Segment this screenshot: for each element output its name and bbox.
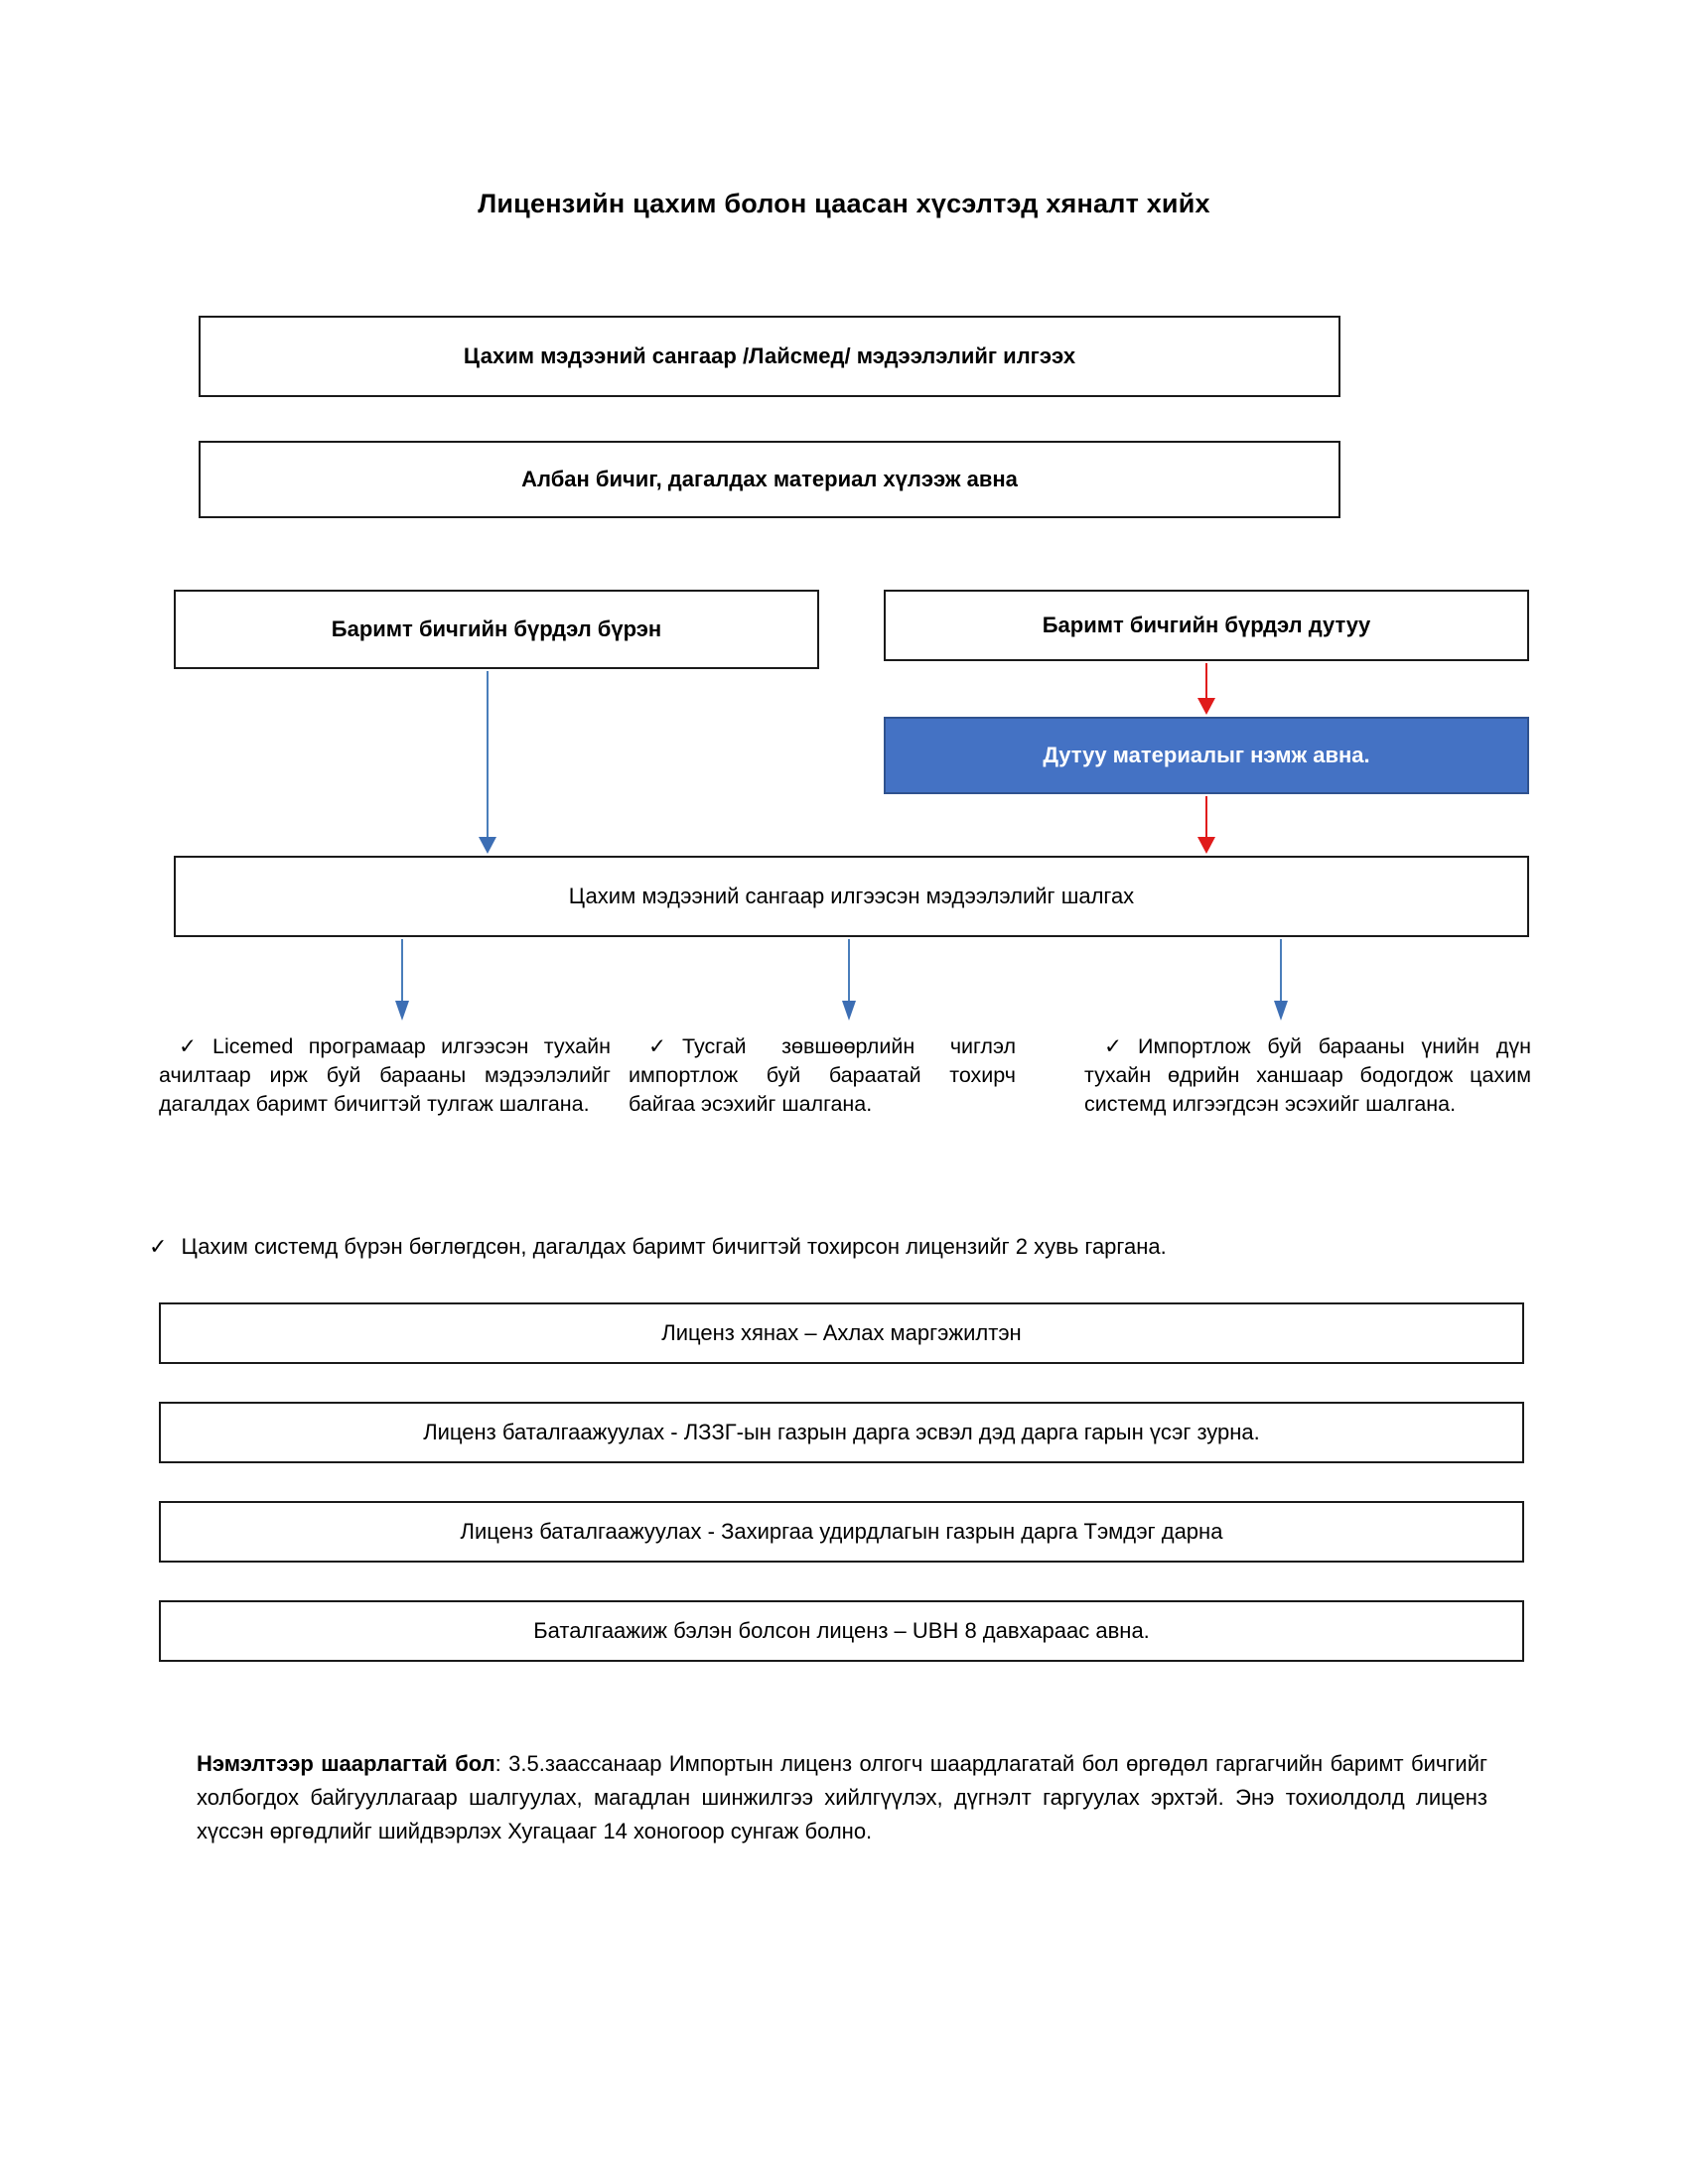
footer-note-lead: Нэмэлтээр шаарлагтай бол <box>197 1751 495 1776</box>
flow-box-license-review[interactable]: Лиценз хянах – Ахлах маргэжилтэн <box>159 1302 1524 1364</box>
checkmark-icon: ✓ <box>179 1034 198 1058</box>
license-note-text: Цахим системд бүрэн бөглөгдсөн, дагалдах… <box>181 1234 1167 1259</box>
check-item-1-text: Licemed програмаар илгээсэн тухайн ачилт… <box>159 1034 611 1116</box>
flow-box-add-missing-material[interactable]: Дутуу материалыг нэмж авна. <box>884 717 1529 794</box>
flow-box-license-pickup[interactable]: Баталгаажиж бэлэн болсон лиценз – UBH 8 … <box>159 1600 1524 1662</box>
arrow-head <box>1197 837 1215 854</box>
page-title: Лицензийн цахим болон цаасан хүсэлтэд хя… <box>478 189 1210 218</box>
flow-box-receive-documents[interactable]: Албан бичиг, дагалдах материал хүлээж ав… <box>199 441 1340 518</box>
arrow-head <box>479 837 496 854</box>
arrow-shaft <box>487 671 489 837</box>
flow-box-send-info[interactable]: Цахим мэдээний сангаар /Лайсмед/ мэдээлэ… <box>199 316 1340 397</box>
flow-box-license-approve-stamp[interactable]: Лиценз баталгаажуулах - Захиргаа удирдла… <box>159 1501 1524 1563</box>
arrow-shaft <box>1205 663 1207 698</box>
checkmark-icon: ✓ <box>648 1034 667 1058</box>
arrow-head <box>1197 698 1215 715</box>
footer-note: Нэмэлтээр шаарлагтай бол: 3.5.заассанаар… <box>197 1747 1487 1848</box>
checkmark-icon: ✓ <box>149 1234 168 1259</box>
flow-box-license-approve-director[interactable]: Лиценз баталгаажуулах - ЛЗЗГ-ын газрын д… <box>159 1402 1524 1463</box>
flow-box-documents-incomplete[interactable]: Баримт бичгийн бүрдэл дутуу <box>884 590 1529 661</box>
arrow-check-to-column-2-icon <box>840 939 858 1021</box>
check-item-1: ✓Licemed програмаар илгээсэн тухайн ачил… <box>159 1032 611 1181</box>
checkmark-icon: ✓ <box>1104 1034 1123 1058</box>
footer-note-body: : 3.5.заассанаар Импортын лиценз олгогч … <box>197 1751 1488 1844</box>
arrow-head <box>842 1001 856 1021</box>
arrow-check-to-column-1-icon <box>393 939 411 1021</box>
license-note: ✓ Цахим системд бүрэн бөглөгдсөн, дагалда… <box>149 1233 1539 1262</box>
check-item-2-text: Тусгай зөвшөөрлийн чиглэл импортлож буй … <box>629 1034 1016 1116</box>
arrow-shaft <box>401 939 403 1004</box>
flow-box-documents-complete[interactable]: Баримт бичгийн бүрдэл бүрэн <box>174 590 819 669</box>
flow-box-verify-submitted-info[interactable]: Цахим мэдээний сангаар илгээсэн мэдээлэл… <box>174 856 1529 937</box>
arrow-shaft <box>1205 796 1207 837</box>
arrow-check-to-column-3-icon <box>1272 939 1290 1021</box>
arrow-incomplete-to-addmaterial-icon <box>1196 663 1216 715</box>
check-item-3: ✓Импортлож буй барааны үнийн дүн тухайн … <box>1084 1032 1531 1181</box>
arrow-head <box>1274 1001 1288 1021</box>
arrow-head <box>395 1001 409 1021</box>
arrow-shaft <box>848 939 850 1004</box>
arrow-addmaterial-to-check-icon <box>1196 796 1216 854</box>
arrow-shaft <box>1280 939 1282 1004</box>
check-item-2: ✓Тусгай зөвшөөрлийн чиглэл импортлож буй… <box>629 1032 1016 1181</box>
arrow-complete-to-check-icon <box>478 671 497 854</box>
check-item-3-text: Импортлож буй барааны үнийн дүн тухайн ө… <box>1084 1034 1531 1116</box>
